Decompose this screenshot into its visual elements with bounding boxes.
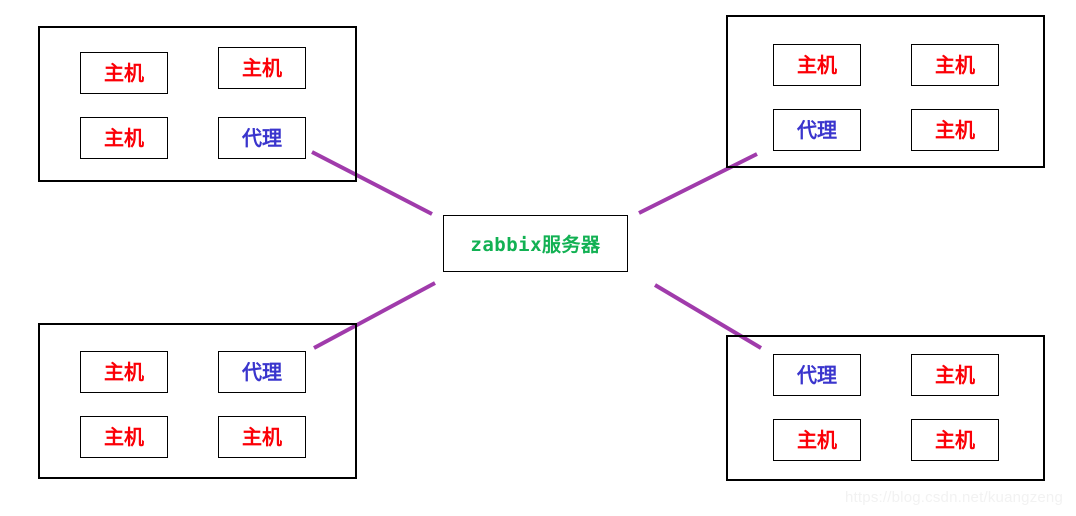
host-node[interactable]: 主机 [911,44,999,86]
watermark-text: https://blog.csdn.net/kuangzeng [845,489,1064,506]
host-node[interactable]: 主机 [218,47,306,89]
proxy-node[interactable]: 代理 [773,354,861,396]
host-node[interactable]: 主机 [80,351,168,393]
group-top-right: 主机主机代理主机 [726,15,1045,168]
host-node[interactable]: 主机 [911,354,999,396]
host-node[interactable]: 主机 [80,117,168,159]
zabbix-server-label: zabbix服务器 [470,234,601,256]
host-node[interactable]: 主机 [218,416,306,458]
proxy-node[interactable]: 代理 [773,109,861,151]
group-bottom-left: 主机代理主机主机 [38,323,357,479]
proxy-node[interactable]: 代理 [218,351,306,393]
host-node[interactable]: 主机 [911,109,999,151]
group-bottom-right: 代理主机主机主机 [726,335,1045,481]
host-node[interactable]: 主机 [773,419,861,461]
group-top-left: 主机主机主机代理 [38,26,357,182]
host-node[interactable]: 主机 [80,416,168,458]
host-node[interactable]: 主机 [911,419,999,461]
host-node[interactable]: 主机 [80,52,168,94]
zabbix-server-box[interactable]: zabbix服务器 [443,215,628,272]
host-node[interactable]: 主机 [773,44,861,86]
proxy-node[interactable]: 代理 [218,117,306,159]
